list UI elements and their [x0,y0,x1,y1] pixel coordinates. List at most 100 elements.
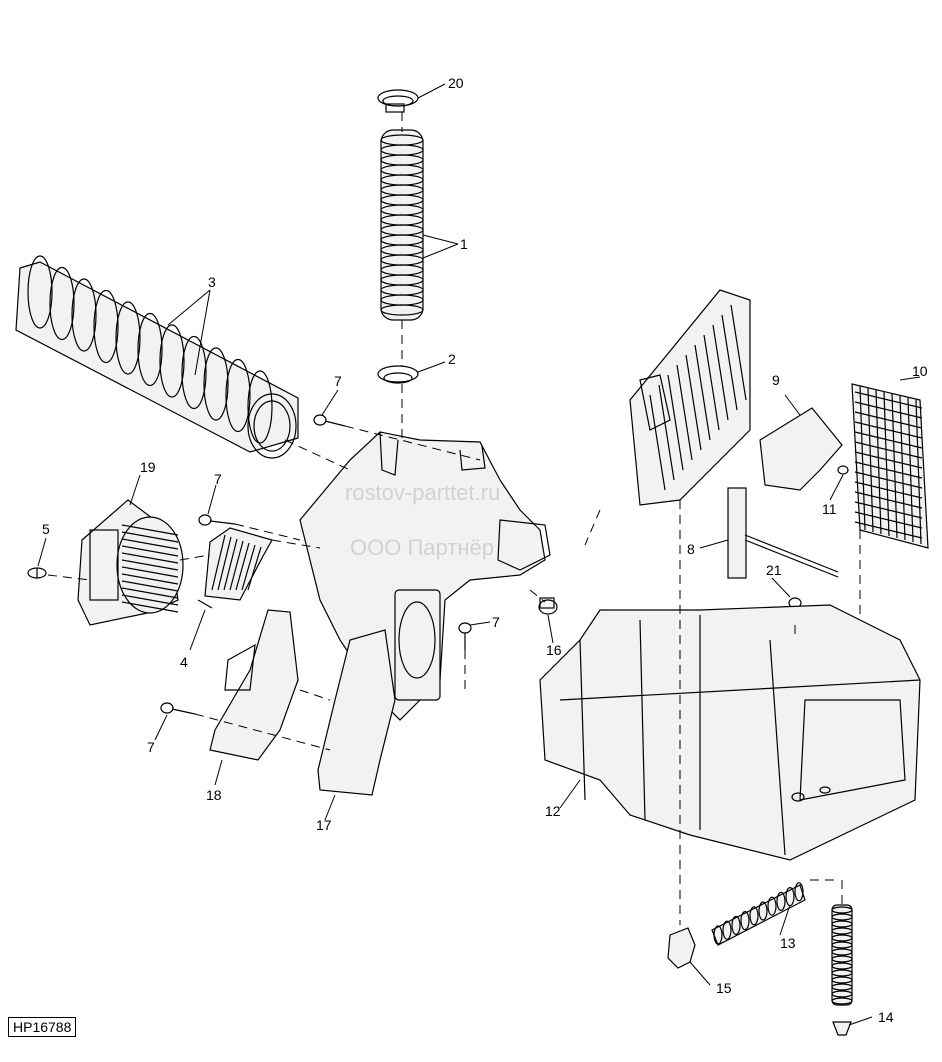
blower-fin [121,580,179,592]
core-fin [676,364,693,461]
core-fin [730,304,747,401]
callout-7-a: 7 [334,373,342,389]
blower-fin [121,524,179,536]
callout-21: 21 [766,562,782,578]
hose-ring [831,920,853,928]
hose-ring [767,896,777,916]
plenum-housing [299,431,551,721]
callout-17: 17 [316,817,332,833]
filter-cover-part-9 [759,407,843,491]
bolt-part-7-a [313,414,346,427]
filter-grid-line [854,431,923,449]
hose-ring [831,941,853,949]
watermark-line-2: ООО Партнёр [350,535,494,560]
hose-ring [831,983,853,991]
lower-housing-part-12 [539,604,921,861]
callout-labels: 20 1 3 2 7 7 19 5 4 7 7 16 18 17 10 9 11… [42,75,928,1025]
blower-fin [121,531,179,543]
duct-ring [137,312,163,387]
core-fin [721,314,738,411]
hose-ring [831,955,853,963]
duct-part-18 [209,609,299,761]
core-fin [694,344,711,441]
hose-ring [831,948,853,956]
duct-ring [49,266,75,341]
hose-ring [831,997,853,1005]
duct-ring [27,255,53,329]
callout-7-d: 7 [147,739,155,755]
callout-14: 14 [878,1009,894,1025]
hose-ring [749,906,759,926]
filter-grid-line [883,391,890,537]
callout-12: 12 [545,803,561,819]
hose-ring [831,927,853,935]
callout-8: 8 [687,541,695,557]
duct-ring [159,324,185,398]
callout-18: 18 [206,787,222,803]
hose-ring [740,910,750,931]
filter-grid-line [854,411,923,429]
duct-ring [71,278,97,352]
rod-part-8 [727,487,839,579]
scroll-rib [235,542,250,591]
duct-ring [247,370,273,444]
hose-ring [831,976,853,984]
blower-fin [121,573,179,585]
hose-ring [722,920,732,940]
callout-13: 13 [780,935,796,951]
callout-10: 10 [912,363,928,379]
bolt-part-7-c [458,622,472,650]
hose-ring [831,913,853,921]
heater-core [629,289,751,506]
filter-grid-line [899,395,906,541]
callout-9: 9 [772,372,780,388]
flex-duct-part-3 [15,255,299,459]
core-fin [649,394,666,491]
blower-fin [121,559,179,571]
core-fin [667,374,684,471]
core-fin [703,334,720,431]
hose-ring [831,969,853,977]
callout-11: 11 [822,501,837,517]
watermark-line-1: rostov-parttet.ru [345,480,500,505]
filter-grid-line [854,421,923,439]
scroll-rib [229,540,244,591]
filter-grid-line [854,401,923,419]
blower-fin [121,545,179,557]
filter-grid-line [854,391,923,409]
callout-7-b: 7 [214,471,222,487]
blower-scroll-part-4 [197,527,273,609]
duct-ring [225,358,251,433]
hose-clamp-part-20 [377,89,419,113]
blower-fin [121,566,179,578]
hose-ring [831,934,853,942]
hose-ring [776,891,786,912]
duct-ring [181,335,207,410]
scroll-rib [223,538,238,591]
filter-grid-line [854,491,923,509]
blower-fin [121,594,179,606]
filter-grid-line [875,389,882,535]
filter-grid-line [859,385,866,531]
callout-4: 4 [180,654,188,670]
air-filter-part-10 [851,383,929,549]
screw-part-11 [837,465,849,475]
bolt-part-7-b [198,514,236,526]
core-fin [658,384,675,481]
hose-ring [758,901,768,921]
screw-part-5 [27,567,47,579]
callout-7-c: 7 [492,614,500,630]
callout-19: 19 [140,459,156,475]
blower-fin [121,552,179,564]
scroll-rib [211,534,226,591]
drain-hose-part-14 [831,904,853,1036]
scroll-rib [241,544,256,591]
blower-fin [121,601,179,613]
hose-clamp-part-2 [377,365,419,384]
blower-fin [121,587,179,599]
core-fin [685,354,702,451]
hose-ring [831,990,853,998]
duct-ring [115,301,141,375]
filter-grid-line [867,387,874,533]
filter-grid-line [907,397,914,543]
